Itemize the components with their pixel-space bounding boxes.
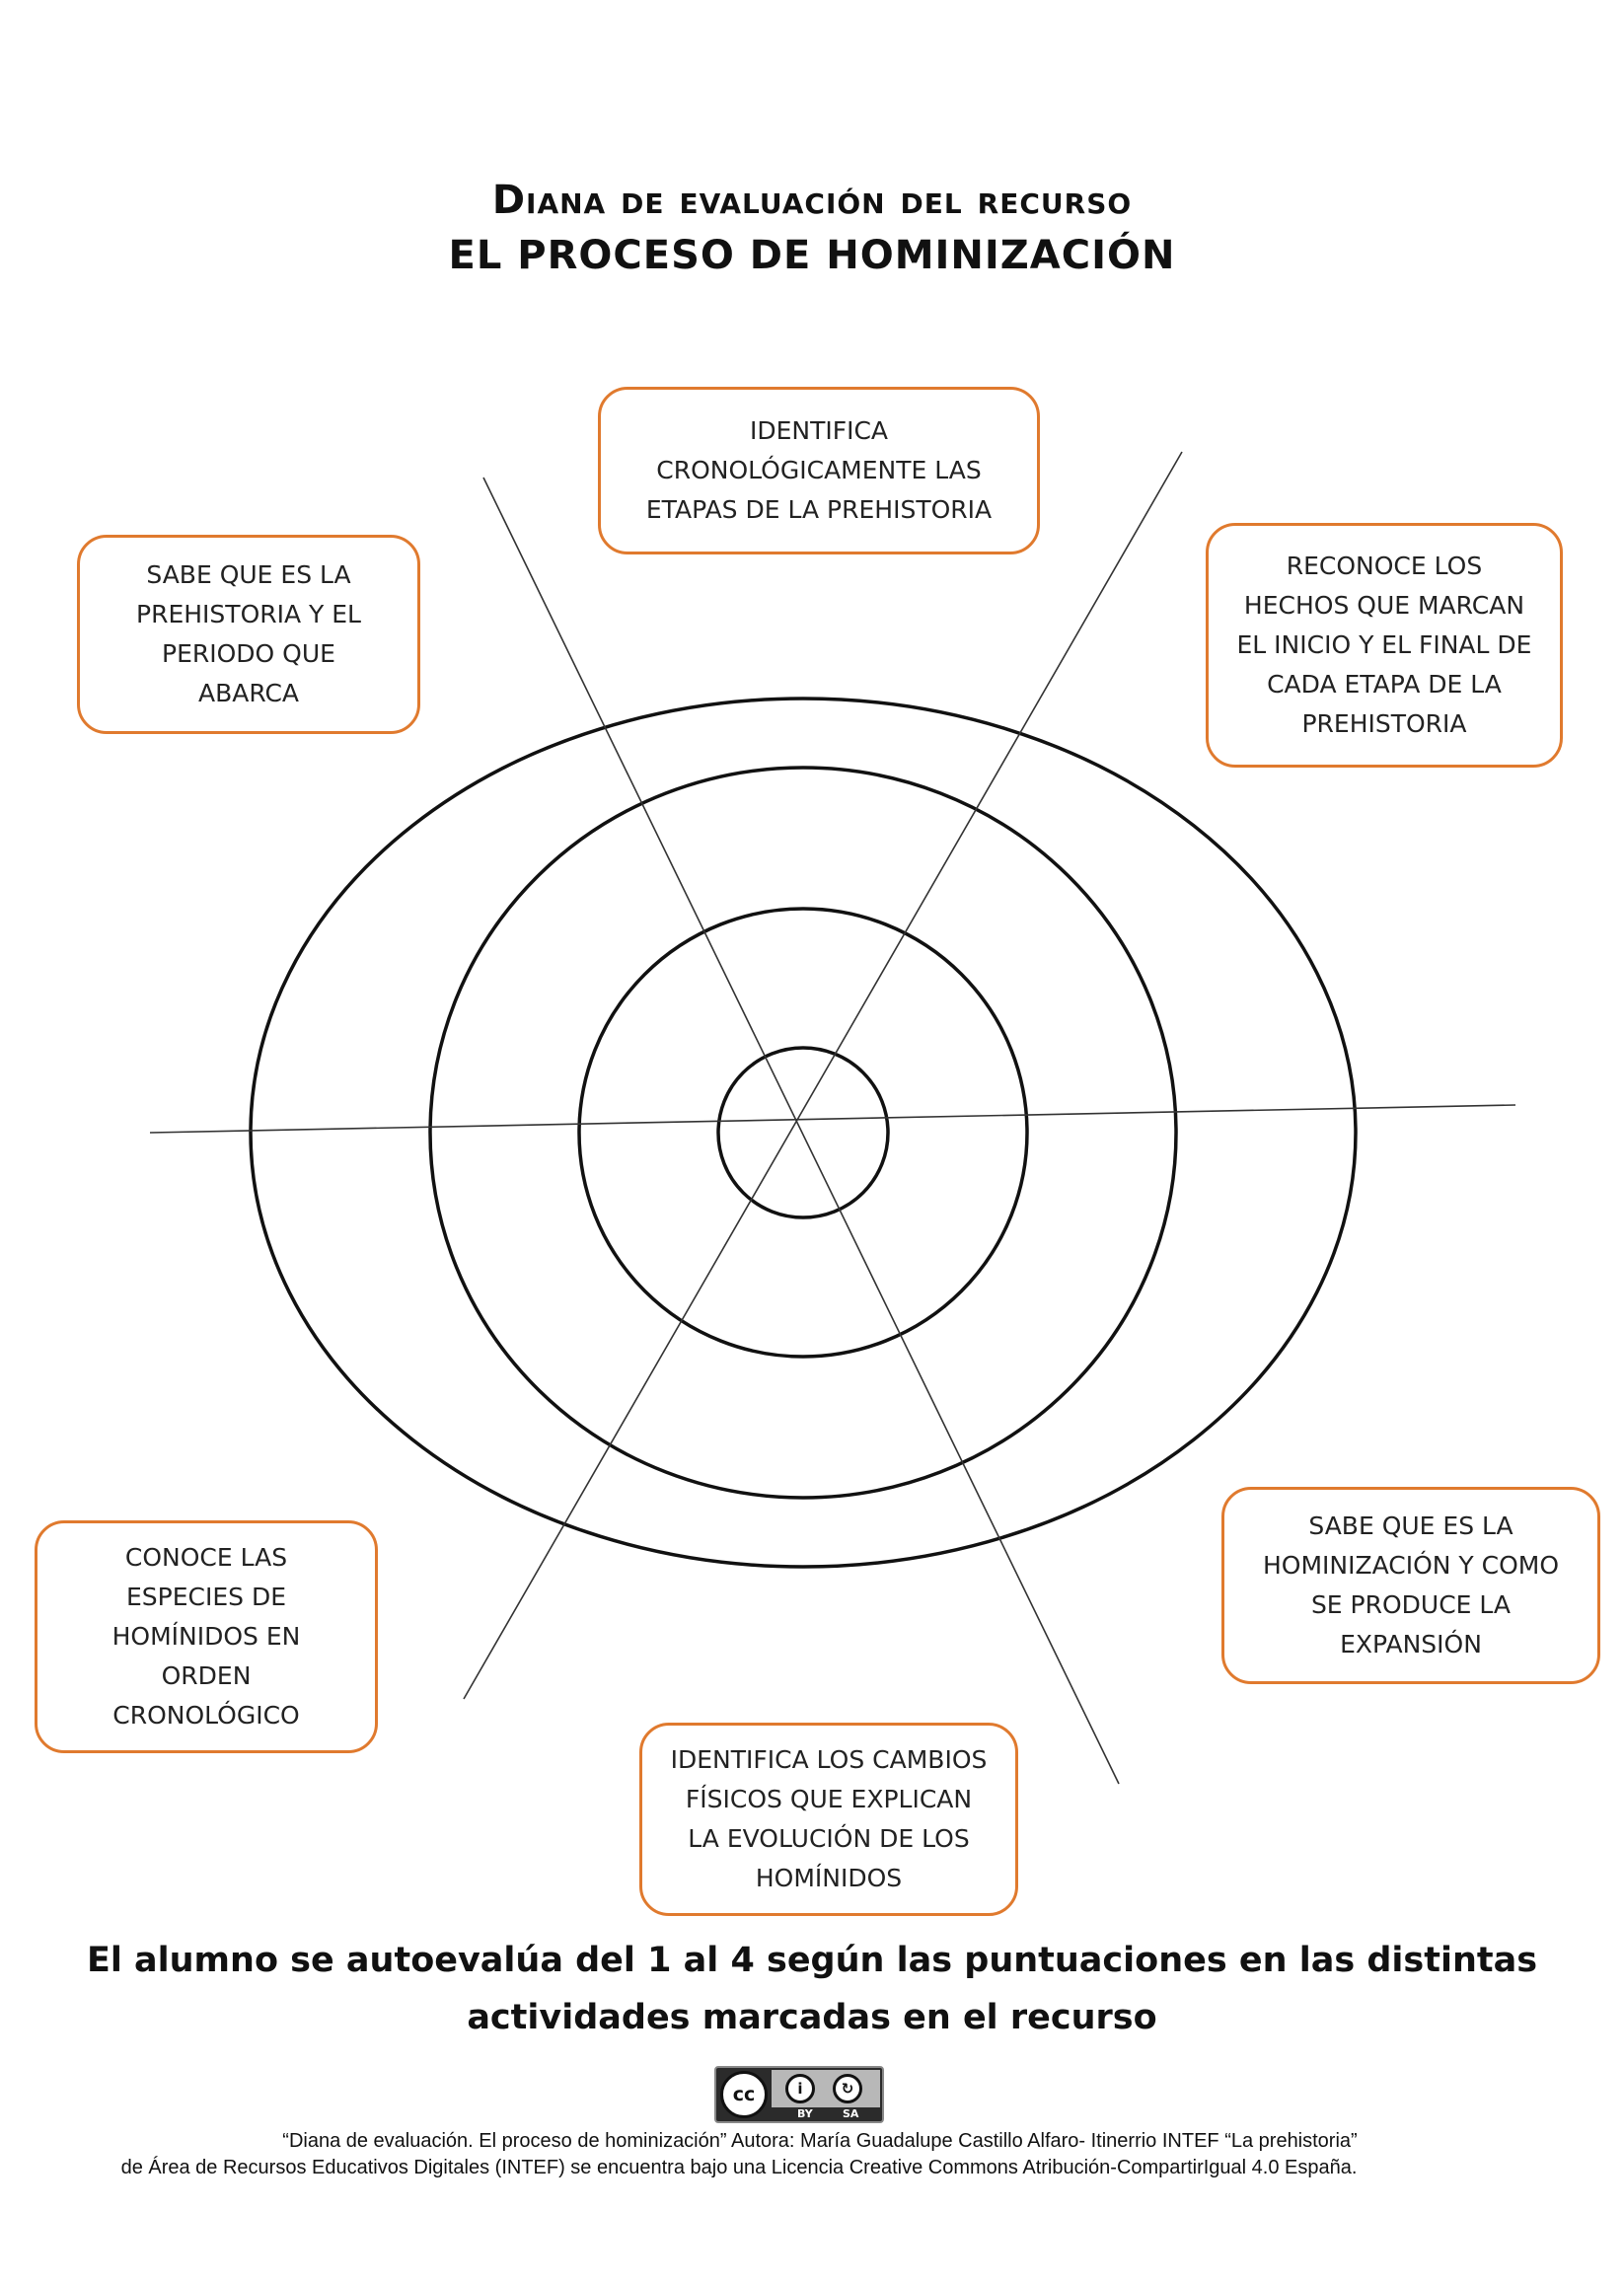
cc-badge-strip: i ↻ xyxy=(772,2070,880,2107)
cc-license-badge: cc i ↻ BY SA xyxy=(714,2066,884,2123)
page-subtitle: EL PROCESO DE HOMINIZACIÓN xyxy=(0,229,1624,282)
target-ring-outer xyxy=(249,697,1358,1569)
credit-line-2: de Área de Recursos Educativos Digitales… xyxy=(120,2157,1358,2178)
criterion-box-bottom: IDENTIFICA LOS CAMBIOS FÍSICOS QUE EXPLI… xyxy=(639,1723,1018,1916)
cc-icon: cc xyxy=(720,2071,768,2118)
page-title-line-1: Diana de evaluación del recurso xyxy=(491,178,1133,223)
axis-diagonal-2 xyxy=(463,451,1183,1700)
criterion-box-bottom-left: CONOCE LAS ESPECIES DE HOMÍNIDOS EN ORDE… xyxy=(35,1520,378,1753)
target-ring-2 xyxy=(577,907,1029,1359)
instructions-line-2: actividades marcadas en el recurso xyxy=(467,1998,1157,2037)
criterion-box-bottom-right: SABE QUE ES LA HOMINIZACIÓN Y COMO SE PR… xyxy=(1221,1487,1600,1684)
criterion-box-top: IDENTIFICA CRONOLÓGICAMENTE LAS ETAPAS D… xyxy=(598,387,1040,554)
share-alike-icon: ↻ xyxy=(833,2074,862,2103)
cc-sa-label: SA xyxy=(843,2107,859,2120)
page-title: Diana de evaluación del recurso xyxy=(0,174,1624,227)
credit-line-1: “Diana de evaluación. El proceso de homi… xyxy=(282,2130,1358,2152)
criterion-box-top-left: SABE QUE ES LA PREHISTORIA Y EL PERIODO … xyxy=(77,535,420,734)
target-ring-center xyxy=(716,1046,890,1219)
instructions-line-1: El alumno se autoevalúa del 1 al 4 según… xyxy=(86,1941,1538,1980)
self-assessment-instructions: El alumno se autoevalúa del 1 al 4 según… xyxy=(0,1932,1624,2046)
axis-diagonal-1 xyxy=(482,477,1120,1785)
attribution-icon: i xyxy=(785,2074,815,2103)
axis-horizontal xyxy=(149,1104,1516,1134)
page-title-line-2: EL PROCESO DE HOMINIZACIÓN xyxy=(448,233,1176,278)
target-ring-3 xyxy=(428,766,1178,1500)
cc-by-label: BY xyxy=(797,2107,813,2120)
criterion-box-top-right: RECONOCE LOS HECHOS QUE MARCAN EL INICIO… xyxy=(1206,523,1563,768)
